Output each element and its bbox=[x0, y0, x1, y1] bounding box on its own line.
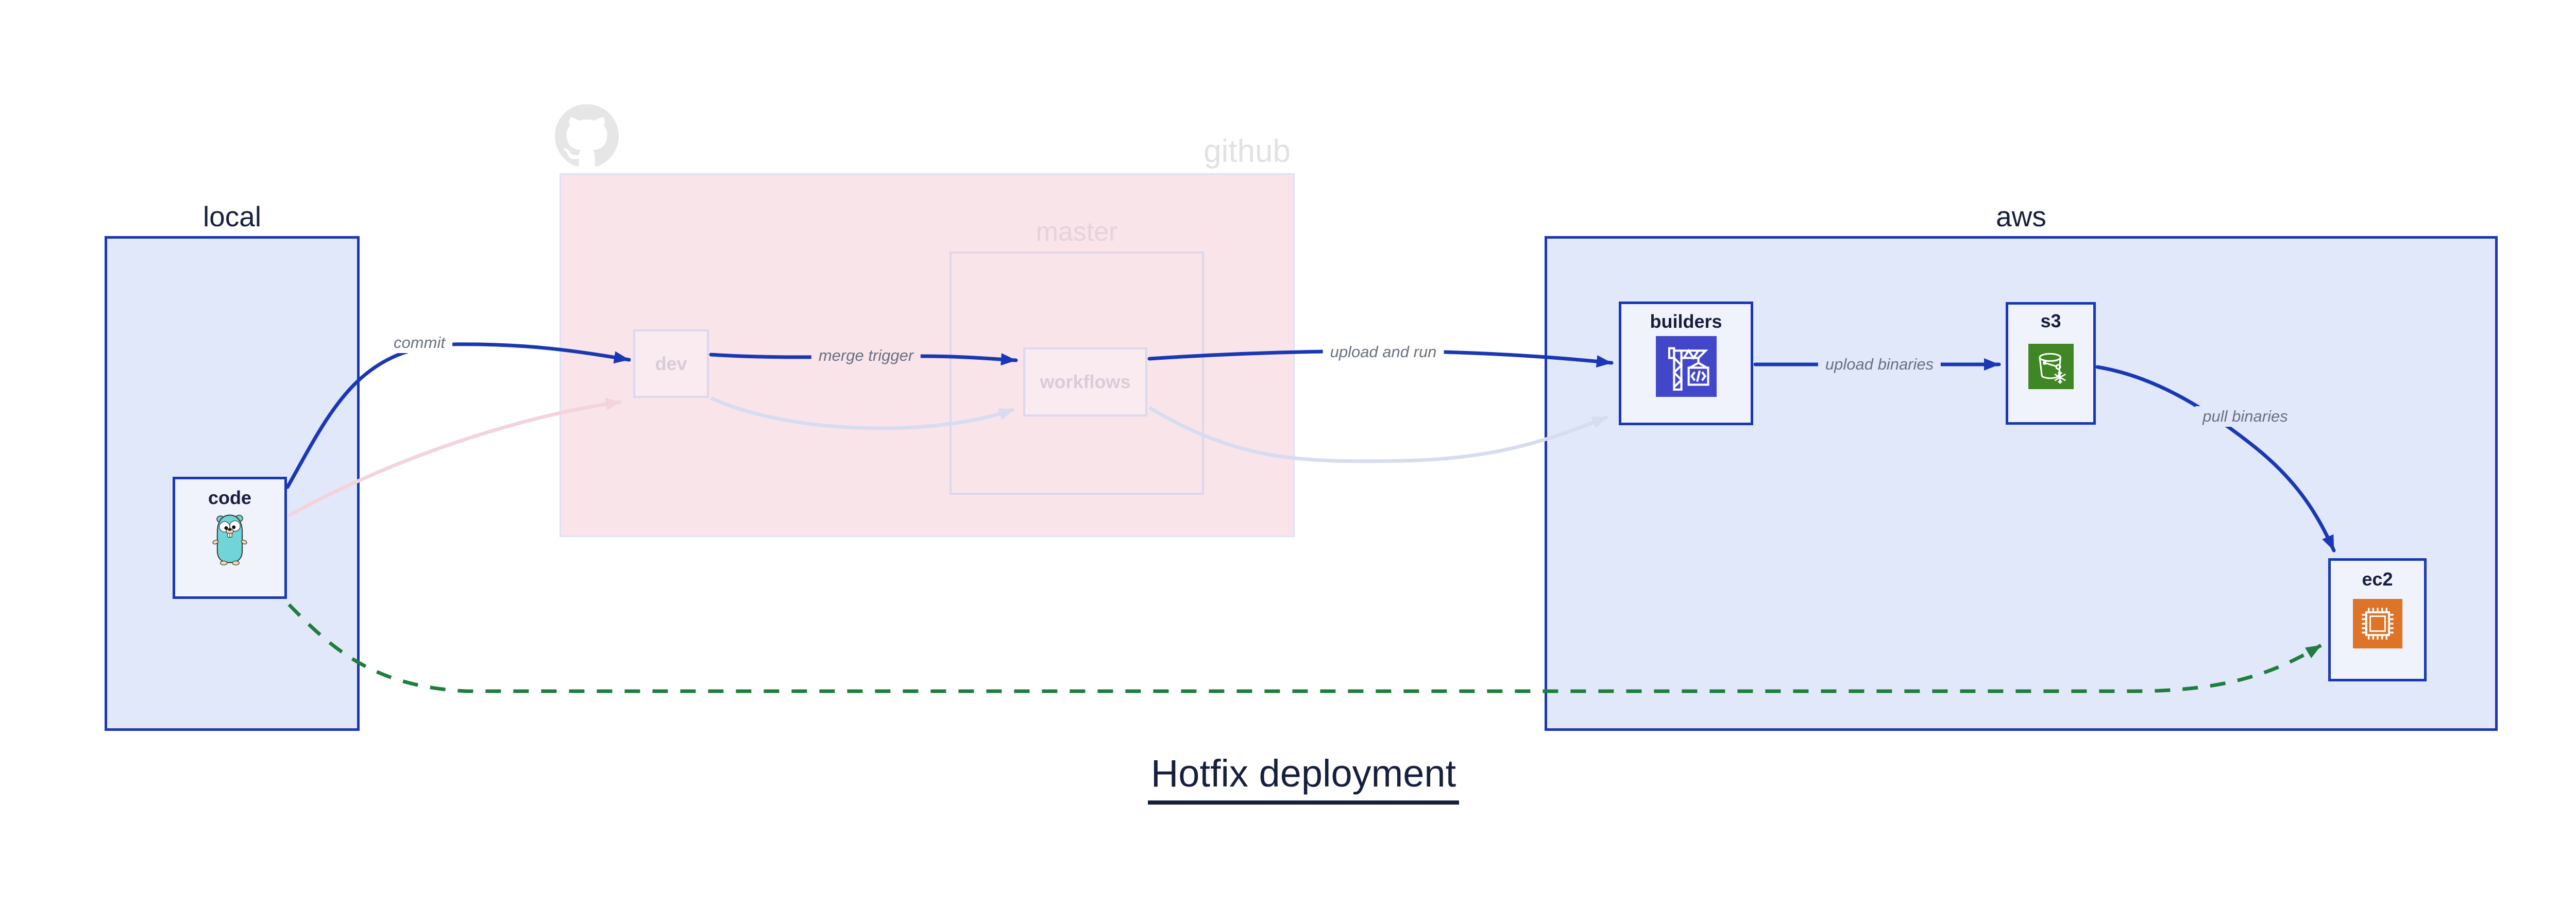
edge-merge-trigger-label: merge trigger bbox=[811, 345, 921, 366]
node-ec2: ec2 bbox=[2328, 558, 2427, 681]
local-group-label: local bbox=[202, 201, 262, 232]
diagram-title: Hotfix deployment bbox=[1147, 751, 1460, 805]
node-builders-label: builders bbox=[1650, 311, 1722, 332]
edge-upload-and-run-label: upload and run bbox=[1323, 342, 1444, 362]
aws-ec2-icon bbox=[2352, 599, 2402, 648]
aws-codebuild-icon bbox=[1655, 336, 1717, 397]
node-workflows: workflows bbox=[1023, 347, 1147, 416]
node-dev-label: dev bbox=[655, 353, 687, 374]
node-builders: builders bbox=[1619, 302, 1753, 425]
aws-s3-glacier-icon bbox=[2028, 344, 2074, 389]
master-group-box bbox=[950, 252, 1204, 495]
github-group-label: github bbox=[1204, 133, 1291, 169]
node-ec2-label: ec2 bbox=[2362, 569, 2393, 590]
master-group-label: master bbox=[1036, 217, 1118, 247]
edge-pull-binaries-label: pull binaries bbox=[2195, 406, 2295, 427]
edge-commit-label: commit bbox=[386, 332, 452, 353]
aws-group-label: aws bbox=[1996, 201, 2046, 232]
github-octocat-icon bbox=[555, 104, 619, 166]
node-code: code bbox=[173, 477, 287, 599]
diagram-title-wrap: Hotfix deployment bbox=[1092, 751, 1515, 805]
go-gopher-icon bbox=[212, 514, 247, 565]
edge-upload-binaries-label: upload binaries bbox=[1818, 354, 1941, 375]
node-workflows-label: workflows bbox=[1040, 371, 1131, 392]
node-code-label: code bbox=[208, 487, 252, 508]
node-s3-label: s3 bbox=[2040, 310, 2061, 331]
node-s3: s3 bbox=[2006, 302, 2096, 425]
node-dev: dev bbox=[633, 329, 709, 398]
